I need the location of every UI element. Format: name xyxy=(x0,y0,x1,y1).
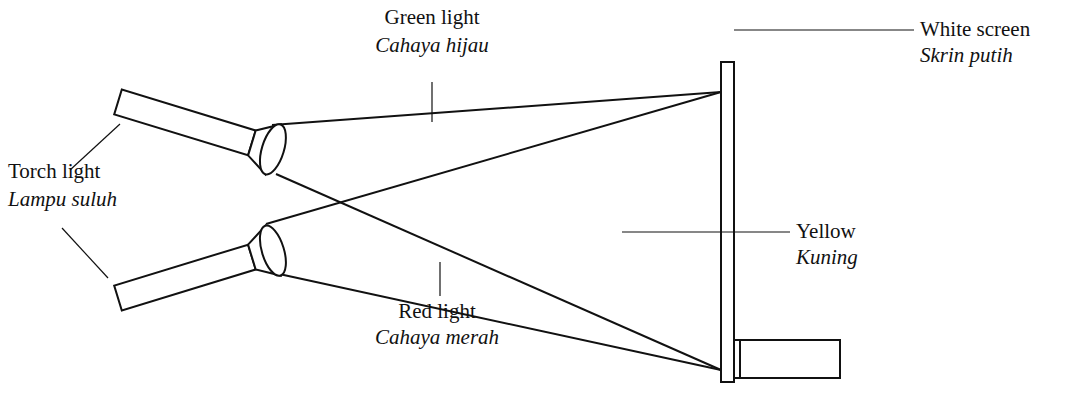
screen-label: White screen xyxy=(920,18,1030,41)
beam-label: Green light xyxy=(384,6,479,29)
overlap-label: Yellow xyxy=(796,220,856,243)
overlap-label: Kuning xyxy=(796,246,858,269)
screen-stand xyxy=(734,340,840,378)
light-beams xyxy=(266,92,721,370)
torch-label: Torch light xyxy=(8,160,100,183)
beam-label: Cahaya hijau xyxy=(375,34,489,57)
white-screen xyxy=(721,62,734,382)
torch-upper xyxy=(110,77,291,177)
torch-label: Lampu suluh xyxy=(8,188,117,211)
torch-lower xyxy=(110,223,291,323)
beam-label: Red light xyxy=(398,300,476,323)
leader-lines xyxy=(62,30,914,296)
beam-label: Cahaya merah xyxy=(375,326,499,349)
screen-label: Skrin putih xyxy=(920,44,1013,67)
